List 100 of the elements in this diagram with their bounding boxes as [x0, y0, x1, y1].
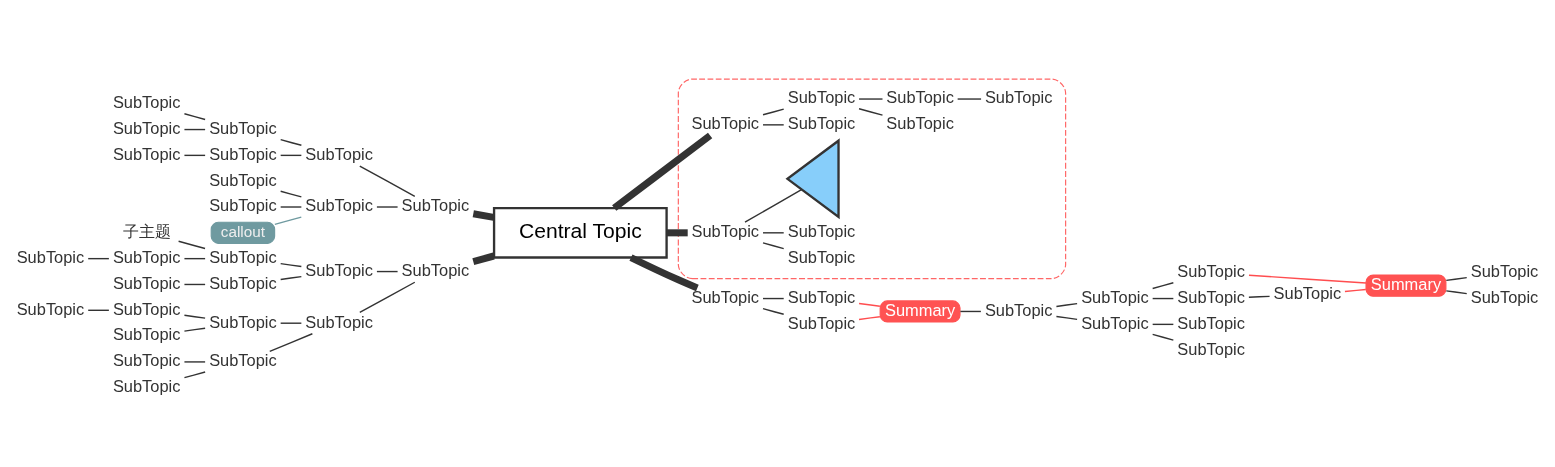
connector: [1248, 273, 1367, 284]
connector: [1445, 289, 1468, 294]
node-text: SubTopic: [1273, 283, 1342, 302]
connector: [279, 275, 303, 280]
connector: [1151, 297, 1175, 299]
node-text: SubTopic: [209, 312, 277, 331]
connector: [959, 310, 982, 312]
connector: [472, 252, 495, 265]
connector: [1151, 281, 1175, 289]
connector: [183, 257, 206, 259]
connector: [279, 322, 303, 324]
node-text: SubTopic: [209, 247, 277, 266]
node-text: SubTopic: [16, 247, 85, 266]
node-text: SubTopic: [787, 87, 856, 106]
node-text: SubTopic: [984, 87, 1053, 106]
connector: [762, 307, 785, 315]
connector: [279, 138, 303, 146]
node-text: SubTopic: [209, 118, 277, 137]
connector: [183, 314, 206, 319]
node-text: SubTopic: [112, 324, 181, 343]
connector: [1151, 323, 1175, 325]
node-text: SubTopic: [112, 376, 181, 395]
node-text: SubTopic: [787, 113, 856, 132]
connector: [858, 302, 881, 307]
connector: [376, 270, 399, 272]
connector: [858, 97, 884, 100]
node-text: SubTopic: [1081, 287, 1149, 306]
connector: [279, 154, 303, 156]
node-text: SubTopic: [886, 113, 954, 132]
connector: [183, 112, 206, 120]
connector: [762, 123, 785, 126]
connector: [762, 107, 785, 115]
connector: [1445, 276, 1468, 281]
node-text: SubTopic: [787, 247, 856, 266]
connector: [472, 209, 495, 221]
connector: [762, 241, 785, 249]
connector: [279, 190, 303, 198]
connector: [1055, 302, 1078, 307]
node-text: SubTopic: [401, 260, 470, 279]
node-text: SubTopic: [787, 313, 856, 332]
connector: [183, 370, 206, 378]
connector: [87, 257, 110, 259]
node-text: SubTopic: [305, 312, 373, 331]
connector: [183, 327, 206, 332]
connector: [956, 97, 982, 100]
node-text: SubTopic: [305, 144, 373, 163]
node-text: SubTopic: [886, 87, 954, 106]
node-box: Summary: [879, 299, 961, 323]
node-text: SubTopic: [305, 260, 373, 279]
node-text: SubTopic: [209, 195, 277, 214]
connector: [1248, 295, 1271, 298]
node-text: SubTopic: [112, 92, 181, 111]
node-text: SubTopic: [1177, 313, 1245, 332]
node-box: callout: [210, 221, 276, 244]
node-text: SubTopic: [209, 170, 277, 189]
node-text: SubTopic: [112, 247, 181, 266]
cluster: [677, 78, 1067, 279]
node-text: SubTopic: [112, 350, 181, 369]
node-text: SubTopic: [112, 299, 181, 318]
node-text: SubTopic: [691, 113, 760, 132]
connector: [376, 205, 399, 208]
node-text: SubTopic: [209, 273, 277, 292]
node-text: SubTopic: [1470, 261, 1539, 280]
node-text: SubTopic: [1177, 287, 1245, 306]
node-text: SubTopic: [401, 195, 470, 214]
connector: [359, 164, 416, 197]
connector: [183, 154, 206, 156]
connector: [177, 240, 206, 249]
connector: [274, 215, 302, 225]
connector: [858, 315, 881, 320]
node-text: SubTopic: [1081, 313, 1149, 332]
connector: [629, 253, 699, 291]
connector: [279, 262, 303, 267]
node-text: SubTopic: [209, 144, 277, 163]
node-text: SubTopic: [1470, 287, 1539, 306]
connector: [744, 188, 803, 223]
node-box: Summary: [1365, 274, 1447, 297]
connector: [1344, 288, 1367, 292]
node-text: SubTopic: [1177, 339, 1245, 358]
connector: [87, 309, 110, 311]
connector: [1151, 333, 1175, 341]
node-text: SubTopic: [691, 287, 760, 306]
node-text: SubTopic: [787, 287, 856, 306]
connector: [762, 231, 785, 234]
node-text: SubTopic: [305, 195, 373, 214]
connector: [612, 132, 713, 211]
connector: [359, 281, 416, 313]
node-box: Central Topic: [492, 206, 668, 259]
connector: [183, 360, 206, 363]
connector: [762, 297, 785, 299]
connector: [858, 107, 884, 116]
connector: [183, 283, 206, 285]
node-triangle: [785, 137, 840, 219]
node-text: SubTopic: [984, 300, 1053, 319]
node-text: SubTopic: [787, 221, 856, 240]
node-text: SubTopic: [112, 144, 181, 163]
connector: [183, 128, 206, 130]
node-text: SubTopic: [112, 118, 181, 137]
node-text: 子主题: [122, 221, 171, 240]
node-text: SubTopic: [16, 299, 85, 318]
